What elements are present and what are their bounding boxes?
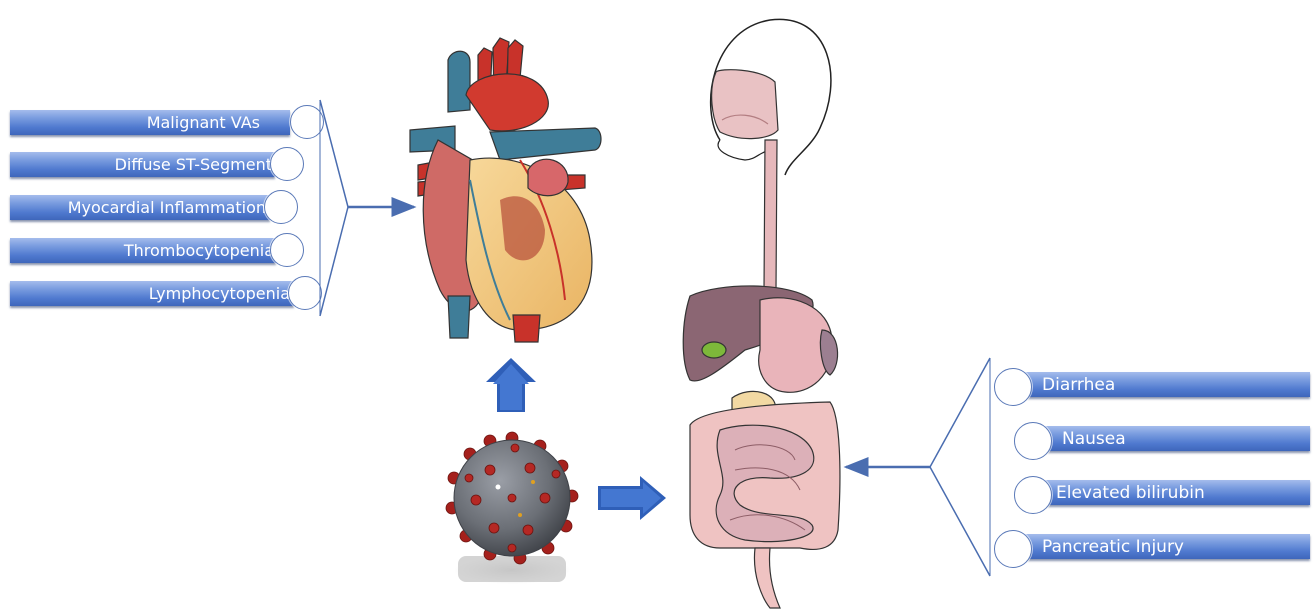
- virus-icon: [446, 432, 578, 584]
- digestive-system-icon: [683, 19, 840, 608]
- arrow-up-icon: [486, 358, 536, 412]
- heart-icon: [410, 38, 601, 342]
- arrow-right-icon: [598, 476, 666, 520]
- left-connector: [320, 100, 414, 316]
- right-connector: [846, 358, 990, 576]
